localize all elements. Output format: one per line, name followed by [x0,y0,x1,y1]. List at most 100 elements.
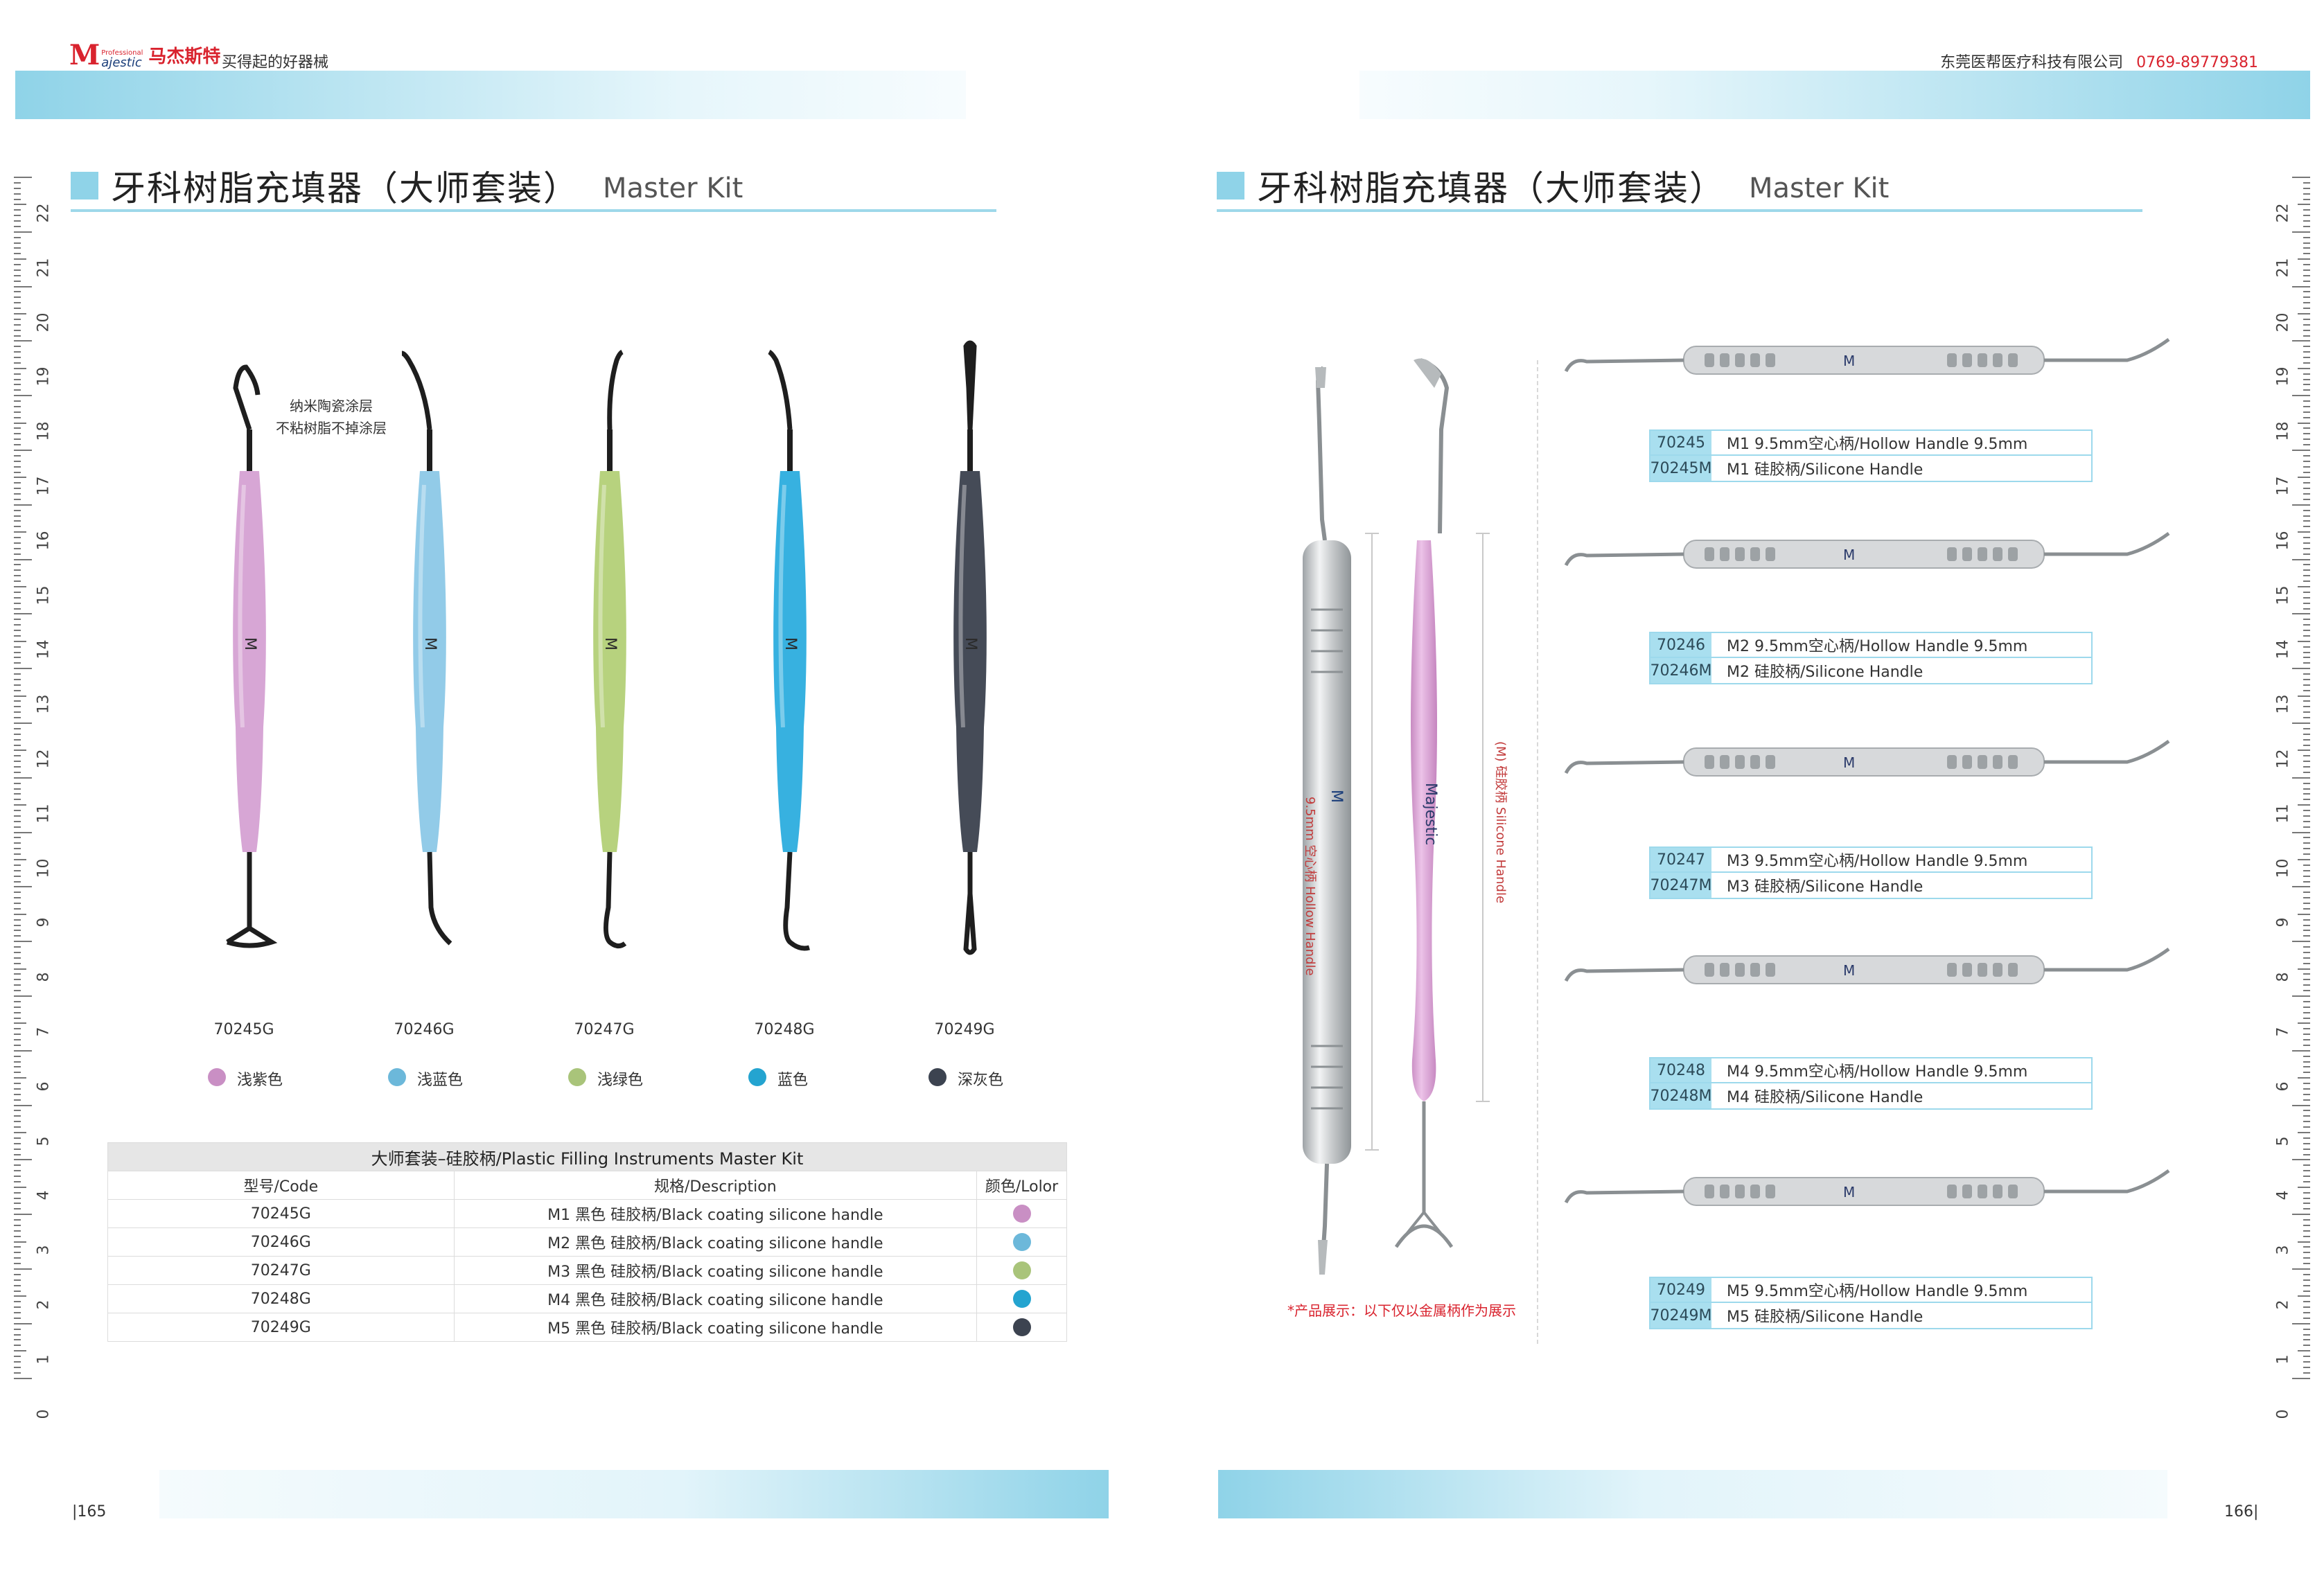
display-note-prefix: *产品展示： [1287,1302,1364,1319]
left-title-en: Master Kit [603,172,743,204]
annotation-line2: 不粘树脂不掉涂层 [276,420,387,436]
color-swatch [1012,1318,1031,1336]
ruler-number: 14 [35,639,53,659]
ruler-number: 0 [2274,1409,2292,1419]
product-row: 70249 M5 9.5mm空心柄/Hollow Handle 9.5mm [1649,1277,2093,1303]
instrument-4: M [768,349,810,951]
left-section-title: 牙科树脂充填器（大师套装） Master Kit [71,161,743,211]
spec-table-title: 大师套装–硅胶柄/Plastic Filling Instruments Mas… [107,1142,1067,1171]
code-label: 70247G [574,1021,635,1038]
ruler-number: 20 [2274,312,2292,333]
color-dot [388,1068,406,1086]
ruler-number: 21 [35,258,53,278]
title-square-icon [1217,172,1244,200]
horizontal-instrument-2: M [1564,531,2170,569]
ruler-number: 20 [35,312,53,333]
color-name: 深灰色 [958,1072,1004,1089]
color-swatch [1012,1233,1031,1251]
slogan: 买得起的好器械 [222,54,329,71]
product-code: 70245 [1650,431,1711,454]
row-code: 70249G [107,1313,455,1342]
ruler-number: 18 [2274,421,2292,441]
row-desc: M2 黑色 硅胶柄/Black coating silicone handle [453,1227,978,1257]
company-name: 东莞医帮医疗科技有限公司 [1940,54,2124,71]
left-title-cn: 牙科树脂充填器（大师套装） [111,168,579,209]
brand-logo: M Professional ajestic 马杰斯特 [69,39,220,71]
ruler-number: 19 [35,366,53,387]
row-desc: M4 黑色 硅胶柄/Black coating silicone handle [453,1284,978,1313]
product-code: 70246 [1650,633,1711,657]
product-code: 70249 [1650,1278,1711,1302]
ruler-number: 5 [2274,1136,2292,1146]
annotation-line1: 纳米陶瓷涂层 [290,398,373,414]
handle [773,471,807,852]
product-desc: M4 9.5mm空心柄/Hollow Handle 9.5mm [1727,1063,2028,1081]
coating-annotation: 纳米陶瓷涂层 不粘树脂不掉涂层 [276,395,387,439]
ruler-number: 17 [2274,476,2292,496]
footer-band-left [159,1470,1109,1518]
row-code: 70246G [107,1227,455,1257]
product-desc: M2 硅胶柄/Silicone Handle [1727,664,1924,681]
ruler-number: 0 [35,1409,53,1419]
product-desc: M5 硅胶柄/Silicone Handle [1727,1309,1924,1326]
handle [233,471,266,852]
instrument-5: M [953,340,987,955]
brand-small-text: Professional [101,49,143,57]
ruler-number: 9 [2274,917,2292,928]
header-band-left [15,71,966,119]
ruler-number: 22 [35,203,53,223]
ruler-number: 21 [2274,258,2292,278]
color-swatch [1012,1290,1031,1308]
product-code: 70247 [1650,848,1711,871]
brand-en: ajestic [101,55,142,70]
ruler-number: 17 [35,476,53,496]
color-name: 蓝色 [777,1072,809,1089]
page-number-left: |165 [72,1503,107,1520]
handle-logo: M [421,637,439,650]
ruler-number: 4 [35,1190,53,1200]
svg-text:Majestic: Majestic [1422,783,1439,845]
color-name: 浅蓝色 [417,1072,464,1089]
silicone-handle-dimension-label: (M) 硅胶柄 Silicone Handle [1493,741,1508,904]
instrument-1: M [226,364,278,948]
handle-logo: M [782,637,799,650]
product-desc: M5 9.5mm空心柄/Hollow Handle 9.5mm [1727,1283,2028,1300]
svg-text:M: M [1843,353,1855,369]
col-header-desc: 规格/Description [453,1171,978,1200]
ruler-number: 1 [35,1354,53,1365]
ruler-number: 11 [35,804,53,824]
right-title-en: Master Kit [1749,172,1890,204]
page-number-left-value: 165 [77,1503,107,1520]
product-code: 70246M [1650,658,1711,683]
ruler-number: 19 [2274,366,2292,387]
code-label: 70245G [213,1021,274,1038]
horizontal-instrument-4: M [1564,947,2170,984]
code-label: 70249G [934,1021,995,1038]
ruler-number: 6 [2274,1081,2292,1092]
product-row: 70249M M5 硅胶柄/Silicone Handle [1649,1303,2093,1329]
product-code: 70247M [1650,873,1711,898]
page-number-right-value: 166 [2224,1503,2253,1520]
ruler-number: 22 [2274,203,2292,223]
display-note-text: 以下仅以金属柄作为展示 [1364,1302,1516,1319]
row-code: 70247G [107,1256,455,1285]
brand-m-mark: M [69,39,100,71]
horizontal-instrument-3: M [1564,739,2170,777]
row-code: 70245G [107,1199,455,1228]
company-phone: 0769-89779381 [2136,54,2258,71]
product-code: 70249M [1650,1303,1711,1328]
product-code: 70248M [1650,1083,1711,1108]
handle [593,471,626,852]
right-title-underline [1217,209,2142,212]
color-name: 浅紫色 [237,1072,283,1089]
product-desc: M3 9.5mm空心柄/Hollow Handle 9.5mm [1727,853,2028,870]
hollow-handle-body [1303,540,1351,1164]
ruler-number: 7 [35,1027,53,1037]
